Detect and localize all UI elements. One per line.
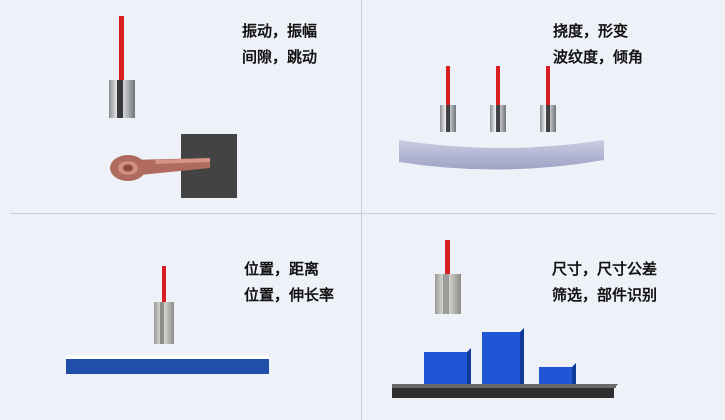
horizontal-divider — [10, 213, 715, 214]
deflection-label: 挠度，形变 波纹度，倾角 — [553, 18, 643, 70]
vibration-label-line2: 间隙，跳动 — [242, 48, 318, 66]
panel-sizing: 尺寸，尺寸公差 筛选，部件识别 — [362, 214, 725, 420]
vibration-label: 振动，振幅 间隙，跳动 — [242, 18, 317, 70]
sensor-cable — [496, 66, 500, 108]
sizing-label-line1: 尺寸，尺寸公差 — [552, 260, 658, 278]
measured-blocks — [424, 328, 576, 388]
sensor-cable — [445, 240, 450, 278]
conveyor-strip — [66, 355, 269, 374]
vibration-illustration — [109, 16, 237, 198]
base-plate — [392, 384, 618, 398]
bent-plate — [399, 140, 604, 170]
block-tall — [482, 332, 520, 388]
position-label-line2: 位置，伸长率 — [244, 286, 335, 304]
panel-vibration: 振动，振幅 间隙，跳动 — [0, 0, 361, 213]
rotating-shaft — [110, 134, 237, 198]
sensor-probe — [435, 240, 461, 314]
deflection-label-line1: 挠度，形变 — [553, 22, 629, 40]
position-label-line1: 位置，距离 — [244, 260, 320, 278]
vibration-label-line1: 振动，振幅 — [242, 22, 318, 40]
block-short — [539, 367, 572, 388]
sizing-illustration — [392, 240, 618, 398]
sensor-cable — [546, 66, 550, 108]
sensor-probe — [154, 266, 174, 344]
sensor-probe — [109, 16, 135, 118]
deflection-label-line2: 波纹度，倾角 — [553, 48, 644, 66]
panel-deflection: 挠度，形变 波纹度，倾角 — [362, 0, 725, 213]
panel-position: 位置，距离 位置，伸长率 — [0, 214, 361, 420]
sensor-array — [440, 66, 556, 132]
deflection-illustration — [399, 66, 604, 170]
position-label: 位置，距离 位置，伸长率 — [244, 256, 334, 308]
position-illustration — [66, 266, 269, 374]
sizing-label: 尺寸，尺寸公差 筛选，部件识别 — [552, 256, 657, 308]
block-medium — [424, 352, 467, 388]
sizing-label-line2: 筛选，部件识别 — [552, 286, 658, 304]
sensor-cable — [119, 16, 124, 82]
sensor-cable — [446, 66, 450, 108]
sensor-cable — [162, 266, 166, 308]
vertical-divider — [361, 0, 362, 420]
